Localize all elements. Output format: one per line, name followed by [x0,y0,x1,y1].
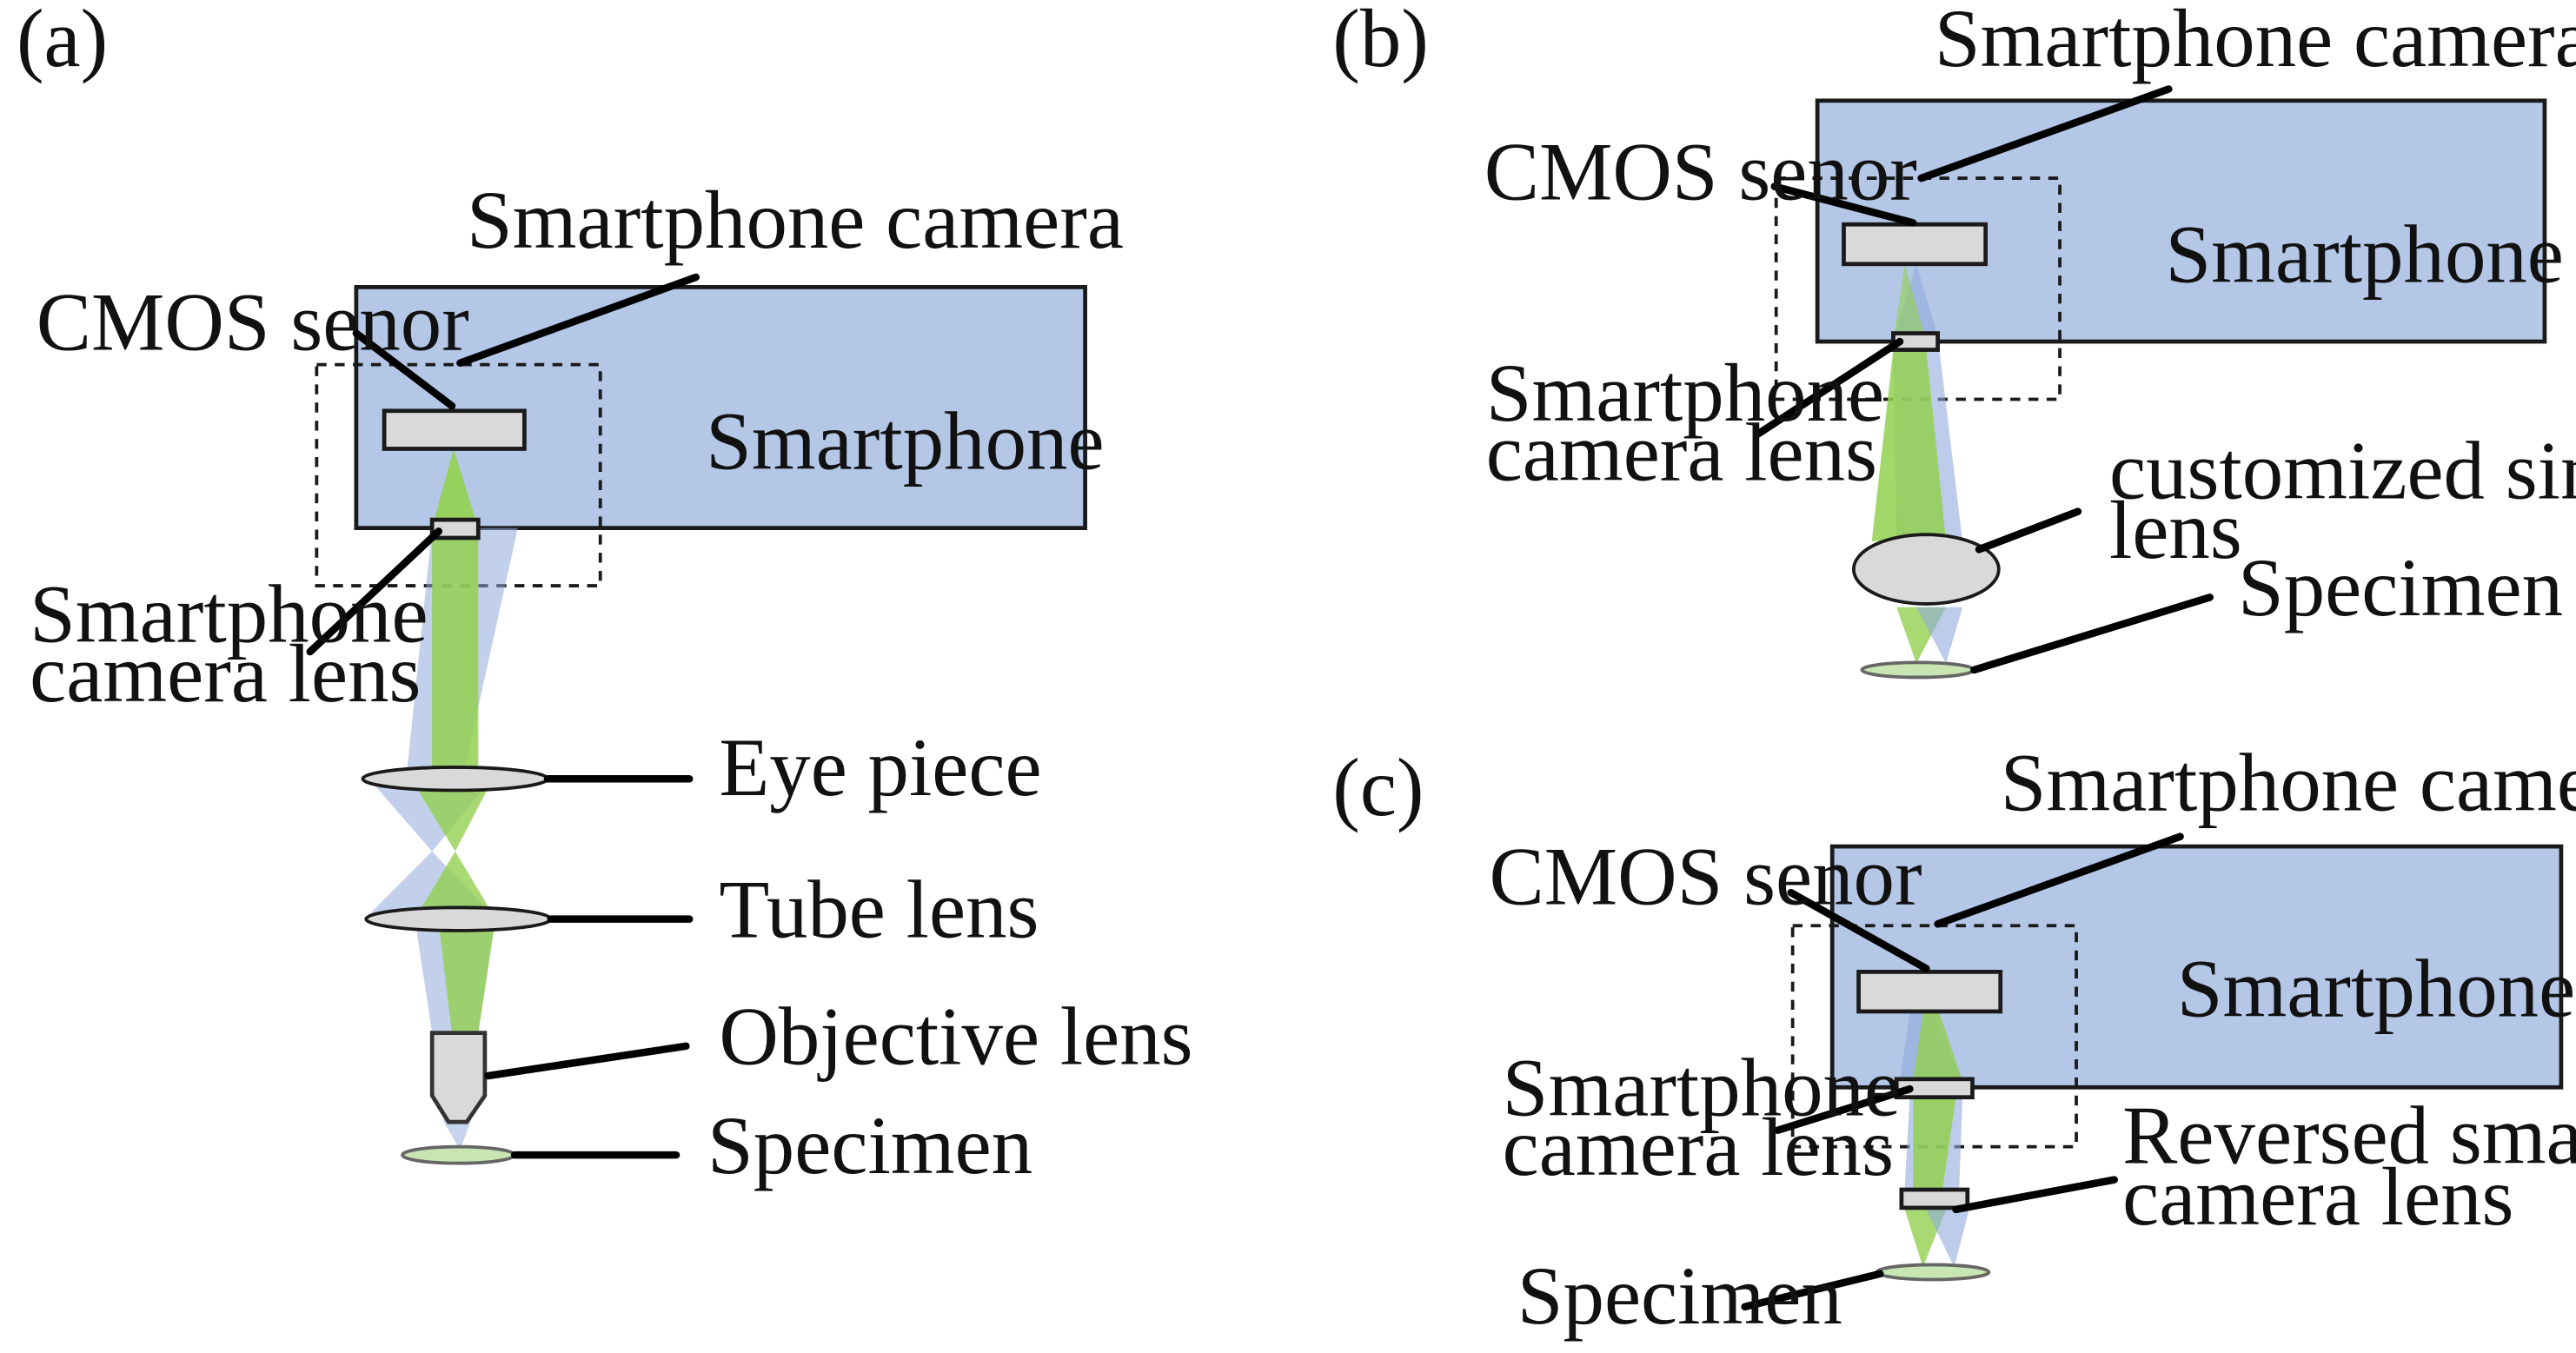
panel-c-label-camera-lens-1: Smartphone [1503,1042,1901,1134]
panel-b-label-cmos-sensor: CMOS senor [1484,126,1917,218]
panel-b-leader-singlet [1975,507,2082,554]
panel-a-cmos-sensor [382,408,527,451]
panel-a-camera-lens [429,517,481,541]
panel-b-leader-specimen [1970,594,2214,674]
panel-c-label-specimen: Specimen [1517,1250,1842,1342]
panel-a-leader-camera-lens [306,527,443,656]
panel-b-label-camera-lens-2: camera lens [1486,407,1877,499]
panel-a-label-specimen: Specimen [707,1099,1032,1191]
panel-a: (a) Smartphone camera CMOS senor [17,0,1193,1191]
panel-c-label-cmos-sensor: CMOS senor [1490,831,1922,923]
panel-b-singlet-lens [1851,533,2001,606]
panel-c-leader-camera-lens [1774,1084,1914,1134]
panel-c-label-smartphone-camera: Smartphone camera [2001,736,2576,828]
panel-a-label-cmos-sensor: CMOS senor [37,276,469,368]
panel-c-leader-camera [1934,832,2184,928]
panel-c-label-reversed-1: Reversed smartphone [2122,1090,2576,1182]
panel-a-objective-lens [429,1031,488,1124]
panel-c-leader-specimen [1741,1270,1884,1311]
panel-b-specimen [1860,660,1976,680]
panel-c-leader-cmos [1787,888,1930,972]
panel-c-light-path [1899,1012,1969,1268]
panel-a-leader-camera [456,273,700,368]
panel-c-cmos-sensor [1856,970,2003,1014]
panel-a-light-path [366,448,518,1151]
panel-b-leader-camera-lens [1754,337,1904,438]
panel-a-label-tube-lens: Tube lens [719,863,1039,955]
panel-a-tag: (a) [17,0,108,84]
panel-b-smartphone-body [1815,98,2547,344]
panel-a-label-smartphone: Smartphone [706,395,1104,487]
panel-b: (b) Smartphone camera CMOS senor Smartph… [1332,0,2576,680]
panel-c-label-camera-lens-2: camera lens [1503,1101,1894,1193]
panel-b-cmos-sensor [1842,222,1988,267]
panel-a-camera-module-outline [315,362,602,587]
panel-b-label-specimen: Specimen [2238,541,2563,633]
panel-b-leader-camera [1917,85,2173,182]
panel-b-label-singlet-1: customized singlet [2109,424,2576,516]
panel-b-leader-cmos [1770,182,1917,227]
panel-c-label-smartphone: Smartphone [2177,943,2575,1035]
panel-b-label-smartphone-camera: Smartphone camera [1935,0,2576,84]
panel-a-smartphone-body [354,285,1087,530]
panel-b-label-singlet-2: lens [2109,484,2242,576]
panel-a-label-eyepiece: Eye piece [719,721,1041,813]
panel-a-label-camera-lens-2: camera lens [30,627,421,720]
panel-a-tube-lens [364,905,553,932]
panel-c-label-reversed-2: camera lens [2122,1151,2513,1243]
panel-c-tag: (c) [1332,741,1424,833]
panel-c-camera-lens [1894,1077,1975,1100]
panel-b-label-camera-lens-1: Smartphone [1486,347,1884,439]
panel-a-label-objective: Objective lens [719,991,1192,1083]
panel-b-tag: (b) [1332,0,1429,84]
panel-c-smartphone-body [1829,844,2564,1090]
panel-b-camera-module-outline [1774,176,2061,401]
panel-c-camera-module-outline [1790,924,2078,1149]
panel-b-label-smartphone: Smartphone [2166,209,2564,301]
panel-a-label-camera-lens-1: Smartphone [30,568,428,660]
panel-a-leader-objective [484,1042,690,1080]
panel-a-specimen [401,1144,516,1165]
panel-c-leader-reversed [1952,1176,2118,1214]
panel-c: (c) Smartphone camera CMOS senor Smartph… [1332,736,2576,1342]
panel-a-leader-cmos [352,329,456,410]
panel-c-specimen [1875,1263,1991,1282]
panel-a-label-smartphone-camera: Smartphone camera [467,174,1124,266]
panel-c-reversed-camera-lens [1899,1187,1970,1210]
panel-a-eyepiece-lens [361,766,549,793]
